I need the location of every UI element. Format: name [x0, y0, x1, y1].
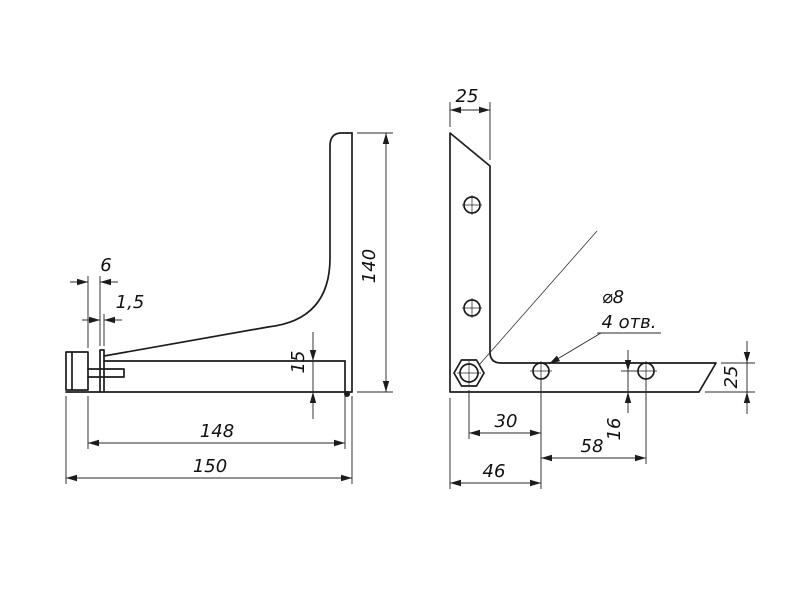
front-view-labels: 25 25 30 16 58 46 ⌀8 4 отв.	[456, 86, 742, 482]
outline-screw-shaft	[87, 368, 125, 378]
hole-centerline	[462, 195, 482, 215]
side-view-outline	[65, 132, 353, 397]
hole-centerline	[635, 361, 657, 381]
dim-label-150: 150	[193, 456, 227, 477]
dim-label-hole-count: 4 отв.	[601, 312, 656, 333]
dim-label-6: 6	[100, 255, 111, 276]
dim-label-46: 46	[483, 461, 506, 482]
diagonal-reference-line	[478, 230, 598, 366]
front-view-dimensions	[449, 102, 755, 489]
dim-label-16: 16	[604, 418, 625, 441]
dim-label-25-top: 25	[456, 86, 479, 107]
front-view-centerlines	[457, 195, 657, 385]
outline-gusset	[103, 132, 353, 357]
extension-line	[87, 276, 101, 348]
bolt-centerline	[457, 361, 481, 385]
dim-label-30: 30	[495, 411, 518, 432]
hole-centerline	[462, 298, 482, 318]
dim-label-15: 15	[288, 351, 309, 374]
extension-line	[65, 396, 353, 484]
dim-label-140: 140	[359, 249, 380, 283]
outline-clamp-plate	[99, 349, 105, 393]
front-view: 25 25 30 16 58 46 ⌀8 4 отв.	[449, 86, 755, 489]
outline-bolt-head	[65, 351, 89, 391]
dim-label-25-right: 25	[721, 366, 742, 389]
dim-label-diameter: ⌀8	[602, 287, 624, 308]
dim-label-148: 148	[200, 421, 234, 442]
side-view-labels: 6 1,5 140 15 148 150	[100, 249, 380, 477]
extension-line	[449, 102, 491, 160]
dim-label-58: 58	[581, 436, 604, 457]
side-view-dimensions	[65, 132, 393, 484]
side-view: 6 1,5 140 15 148 150	[65, 132, 393, 484]
corner-bolt-hexagon	[453, 359, 485, 387]
junction-dot	[344, 391, 350, 397]
leader-line	[548, 332, 602, 365]
dim-label-1-5: 1,5	[116, 292, 145, 313]
hole-centerline	[530, 361, 552, 381]
